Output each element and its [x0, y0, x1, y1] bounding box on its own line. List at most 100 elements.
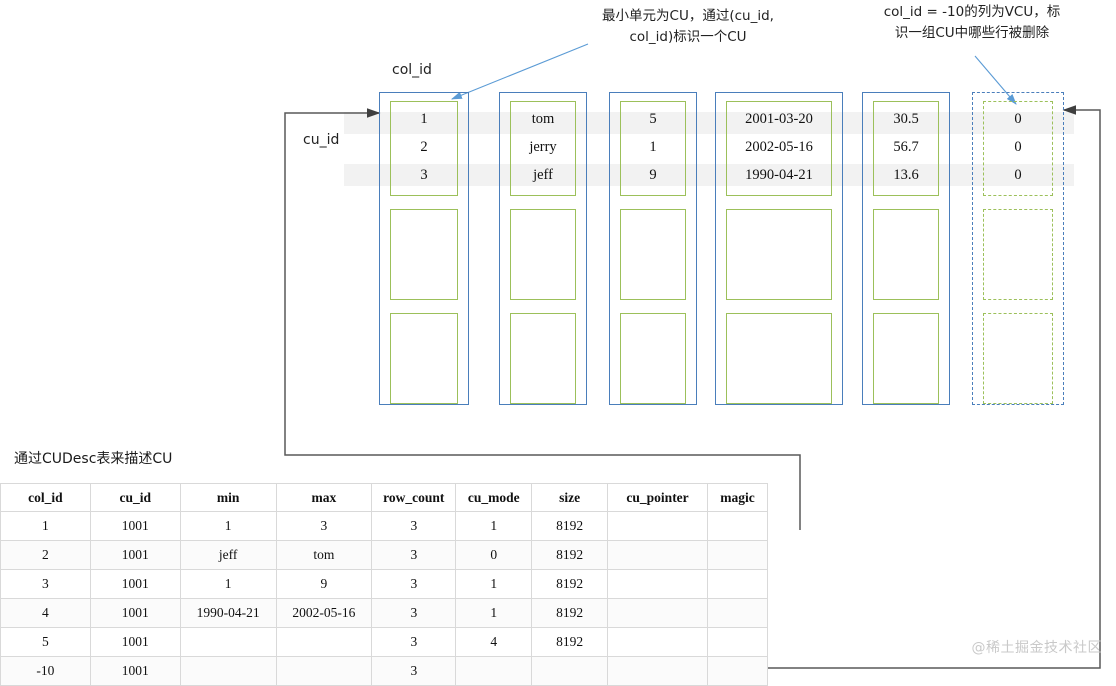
callout-cu-definition: 最小单元为CU，通过(cu_id, col_id)标识一个CU: [602, 8, 774, 45]
cudesc-cell-max: 2002-05-16: [275, 598, 373, 628]
col-id-axis-label: col_id: [392, 62, 432, 78]
cudesc-cell-magic: [707, 656, 768, 686]
cudesc-cell-cu_pointer: [607, 627, 708, 657]
cudesc-cell-max: 9: [275, 569, 373, 599]
cu-value: 3: [420, 167, 428, 183]
cudesc-cell-magic: [707, 569, 768, 599]
cu-value: 1: [420, 111, 428, 127]
cu-cell-2-3: [510, 312, 576, 404]
cudesc-cell-cu_pointer: [607, 540, 708, 570]
cu-value: 1990-04-21: [745, 167, 813, 183]
callout-leader-cu: [450, 43, 589, 100]
cudesc-header-max: max: [275, 483, 373, 512]
cu-cell-1-1: 1 2 3: [390, 101, 458, 196]
cudesc-cell-min: [179, 627, 277, 657]
cu-value: 0: [1014, 167, 1022, 183]
cudesc-header-row_count: row_count: [371, 483, 457, 512]
cudesc-cell-cu_mode: [455, 656, 533, 686]
cu-value: 2: [420, 139, 428, 155]
cudesc-cell-magic: [707, 598, 768, 628]
cu-value: 0: [1014, 111, 1022, 127]
cudesc-cell-row_count: 3: [371, 511, 457, 541]
cu-cell-5-2: [873, 208, 939, 300]
cudesc-cell-row_count: 3: [371, 540, 457, 570]
cudesc-cell-cu_pointer: [607, 656, 708, 686]
cudesc-cell-cu_pointer: [607, 511, 708, 541]
cu-value: 30.5: [893, 111, 919, 127]
cudesc-cell-col_id: 4: [0, 598, 91, 628]
cu-cell-2-2: [510, 208, 576, 300]
cudesc-cell-size: 8192: [531, 569, 609, 599]
cudesc-cell-magic: [707, 511, 768, 541]
cudesc-cell-cu_id: 1001: [89, 540, 181, 570]
cu-cell-1-3: [390, 312, 458, 404]
cudesc-cell-cu_id: 1001: [89, 511, 181, 541]
cu-value: 1: [649, 139, 657, 155]
cudesc-header-size: size: [531, 483, 609, 512]
cudesc-cell-min: jeff: [179, 540, 277, 570]
cudesc-cell-col_id: 3: [0, 569, 91, 599]
callout-vcu-definition: col_id = -10的列为VCU，标 识一组CU中哪些行被删除: [883, 4, 1061, 41]
cu-value: 2001-03-20: [745, 111, 813, 127]
cu-cell-5-3: [873, 312, 939, 404]
cudesc-cell-cu_mode: 1: [455, 569, 533, 599]
cudesc-cell-size: 8192: [531, 627, 609, 657]
cudesc-cell-col_id: 5: [0, 627, 91, 657]
cudesc-cell-size: 8192: [531, 511, 609, 541]
cudesc-cell-max: tom: [275, 540, 373, 570]
cudesc-cell-col_id: -10: [0, 656, 91, 686]
cudesc-cell-max: 3: [275, 511, 373, 541]
cudesc-cell-magic: [707, 540, 768, 570]
cudesc-cell-row_count: 3: [371, 627, 457, 657]
cu-cell-3-3: [620, 312, 686, 404]
cu-cell-6-2: [983, 208, 1053, 300]
cudesc-cell-cu_id: 1001: [89, 627, 181, 657]
cudesc-table-caption: 通过CUDesc表来描述CU: [14, 451, 173, 467]
cudesc-cell-row_count: 3: [371, 656, 457, 686]
cudesc-cell-size: [531, 656, 609, 686]
cudesc-header-col_id: col_id: [0, 483, 91, 512]
cudesc-cell-cu_pointer: [607, 569, 708, 599]
cu-cell-4-2: [726, 208, 832, 300]
cudesc-cell-col_id: 2: [0, 540, 91, 570]
cudesc-cell-cu_mode: 0: [455, 540, 533, 570]
cudesc-cell-cu_mode: 4: [455, 627, 533, 657]
cu-value: 5: [649, 111, 657, 127]
cu-cell-3-2: [620, 208, 686, 300]
cu-id-axis-label: cu_id: [303, 132, 340, 148]
cu-value: jerry: [529, 139, 557, 155]
cu-cell-1-2: [390, 208, 458, 300]
cudesc-header-min: min: [179, 483, 277, 512]
cudesc-cell-cu_mode: 1: [455, 598, 533, 628]
cudesc-cell-size: 8192: [531, 540, 609, 570]
cudesc-cell-max: [275, 656, 373, 686]
cudesc-header-cu_pointer: cu_pointer: [607, 483, 708, 512]
cu-column-6: 0 0 0: [972, 92, 1064, 405]
cudesc-cell-max: [275, 627, 373, 657]
cu-value: tom: [531, 111, 555, 127]
cu-value: 13.6: [893, 167, 919, 183]
cudesc-cell-row_count: 3: [371, 569, 457, 599]
cu-column-1: 1 2 3: [379, 92, 469, 405]
cudesc-header-cu_mode: cu_mode: [455, 483, 533, 512]
cu-value: 0: [1014, 139, 1022, 155]
cudesc-cell-min: [179, 656, 277, 686]
cudesc-header-magic: magic: [707, 483, 768, 512]
cudesc-cell-cu_id: 1001: [89, 656, 181, 686]
cu-cell-6-1: 0 0 0: [983, 101, 1053, 196]
cudesc-cell-cu_mode: 1: [455, 511, 533, 541]
cudesc-cell-cu_pointer: [607, 598, 708, 628]
cudesc-cell-cu_id: 1001: [89, 569, 181, 599]
